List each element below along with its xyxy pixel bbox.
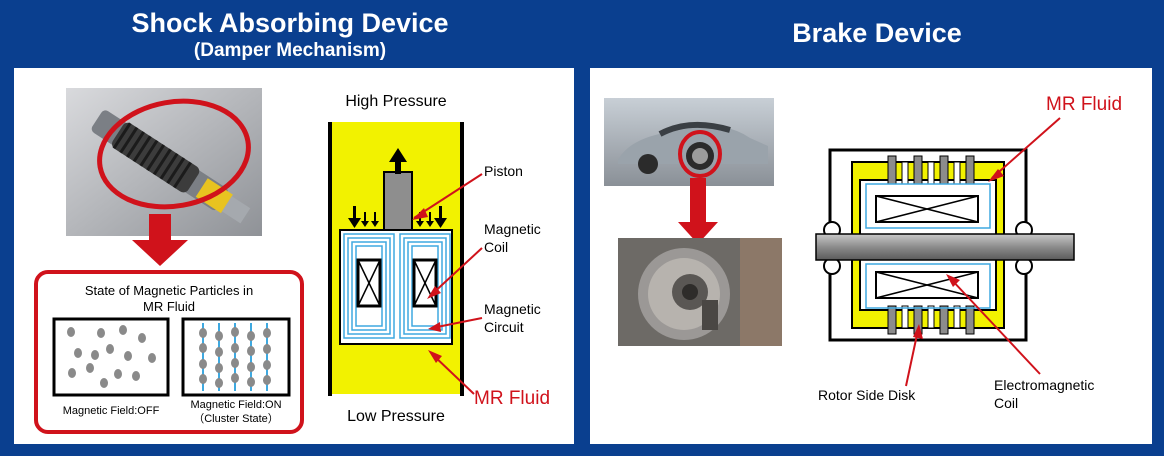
- field-off-label: Magnetic Field:OFF: [63, 405, 160, 417]
- coil-left: [356, 258, 382, 308]
- pressure-arrows: [348, 206, 447, 228]
- piston-label: Piston: [484, 163, 523, 179]
- brake-disc-photo: [618, 238, 782, 346]
- particles-box: State of Magnetic Particles in MR Fluid …: [34, 270, 304, 434]
- brake-shaft: [815, 233, 1075, 261]
- down-arrow-icon: [132, 214, 188, 266]
- field-on-label-1: Magnetic Field:ON: [190, 399, 281, 411]
- shock-subtitle: (Damper Mechanism): [193, 40, 387, 61]
- highlight-ellipse: [97, 98, 251, 210]
- brake-panel: MR Fluid Rotor Side Disk Electromagnetic…: [590, 68, 1152, 444]
- field-on-label-2: （Cluster State）: [193, 412, 279, 425]
- em-coil-top: [875, 195, 979, 223]
- particles-title-2: MR Fluid: [143, 299, 195, 314]
- disks-bottom: [887, 305, 975, 335]
- em-coil-bottom: [875, 271, 979, 299]
- coil-label-2: Coil: [484, 239, 508, 255]
- shock-diagram: State of Magnetic Particles in MR Fluid …: [34, 88, 550, 434]
- disks-top: [887, 155, 975, 185]
- brake-field-lines: [865, 183, 991, 309]
- shock-absorber-photo: [66, 88, 262, 236]
- brake-down-arrow-icon: [678, 178, 718, 244]
- brake-title: Brake Device: [792, 18, 962, 48]
- clustered-particles: [199, 323, 271, 391]
- em-coil-label-1: Electromagnetic: [994, 377, 1094, 393]
- coil-label-1: Magnetic: [484, 221, 541, 237]
- high-pressure-label: High Pressure: [345, 93, 446, 110]
- magnetic-circuit-lines: [343, 233, 451, 339]
- wheel-highlight: [678, 130, 722, 178]
- up-arrow-icon: [389, 148, 407, 174]
- mr-fluid-label-right: MR Fluid: [1046, 94, 1122, 115]
- circuit-label-1: Magnetic: [484, 301, 541, 317]
- car-photo: [604, 98, 774, 186]
- rotor-disk-label: Rotor Side Disk: [818, 387, 916, 403]
- mr-brake-cross-section: [815, 148, 1075, 342]
- circuit-label-2: Circuit: [484, 319, 524, 335]
- scattered-particles: [67, 325, 156, 388]
- brake-diagram: MR Fluid Rotor Side Disk Electromagnetic…: [604, 94, 1122, 411]
- damper-cross-section: High Pressure: [328, 93, 550, 425]
- particles-title-1: State of Magnetic Particles in: [85, 283, 253, 298]
- em-coil-label-2: Coil: [994, 395, 1018, 411]
- shock-panel: State of Magnetic Particles in MR Fluid …: [14, 68, 574, 444]
- coil-right: [412, 258, 438, 308]
- mr-fluid-label-left: MR Fluid: [474, 388, 550, 409]
- low-pressure-label: Low Pressure: [347, 408, 445, 425]
- shock-title: Shock Absorbing Device: [131, 8, 449, 38]
